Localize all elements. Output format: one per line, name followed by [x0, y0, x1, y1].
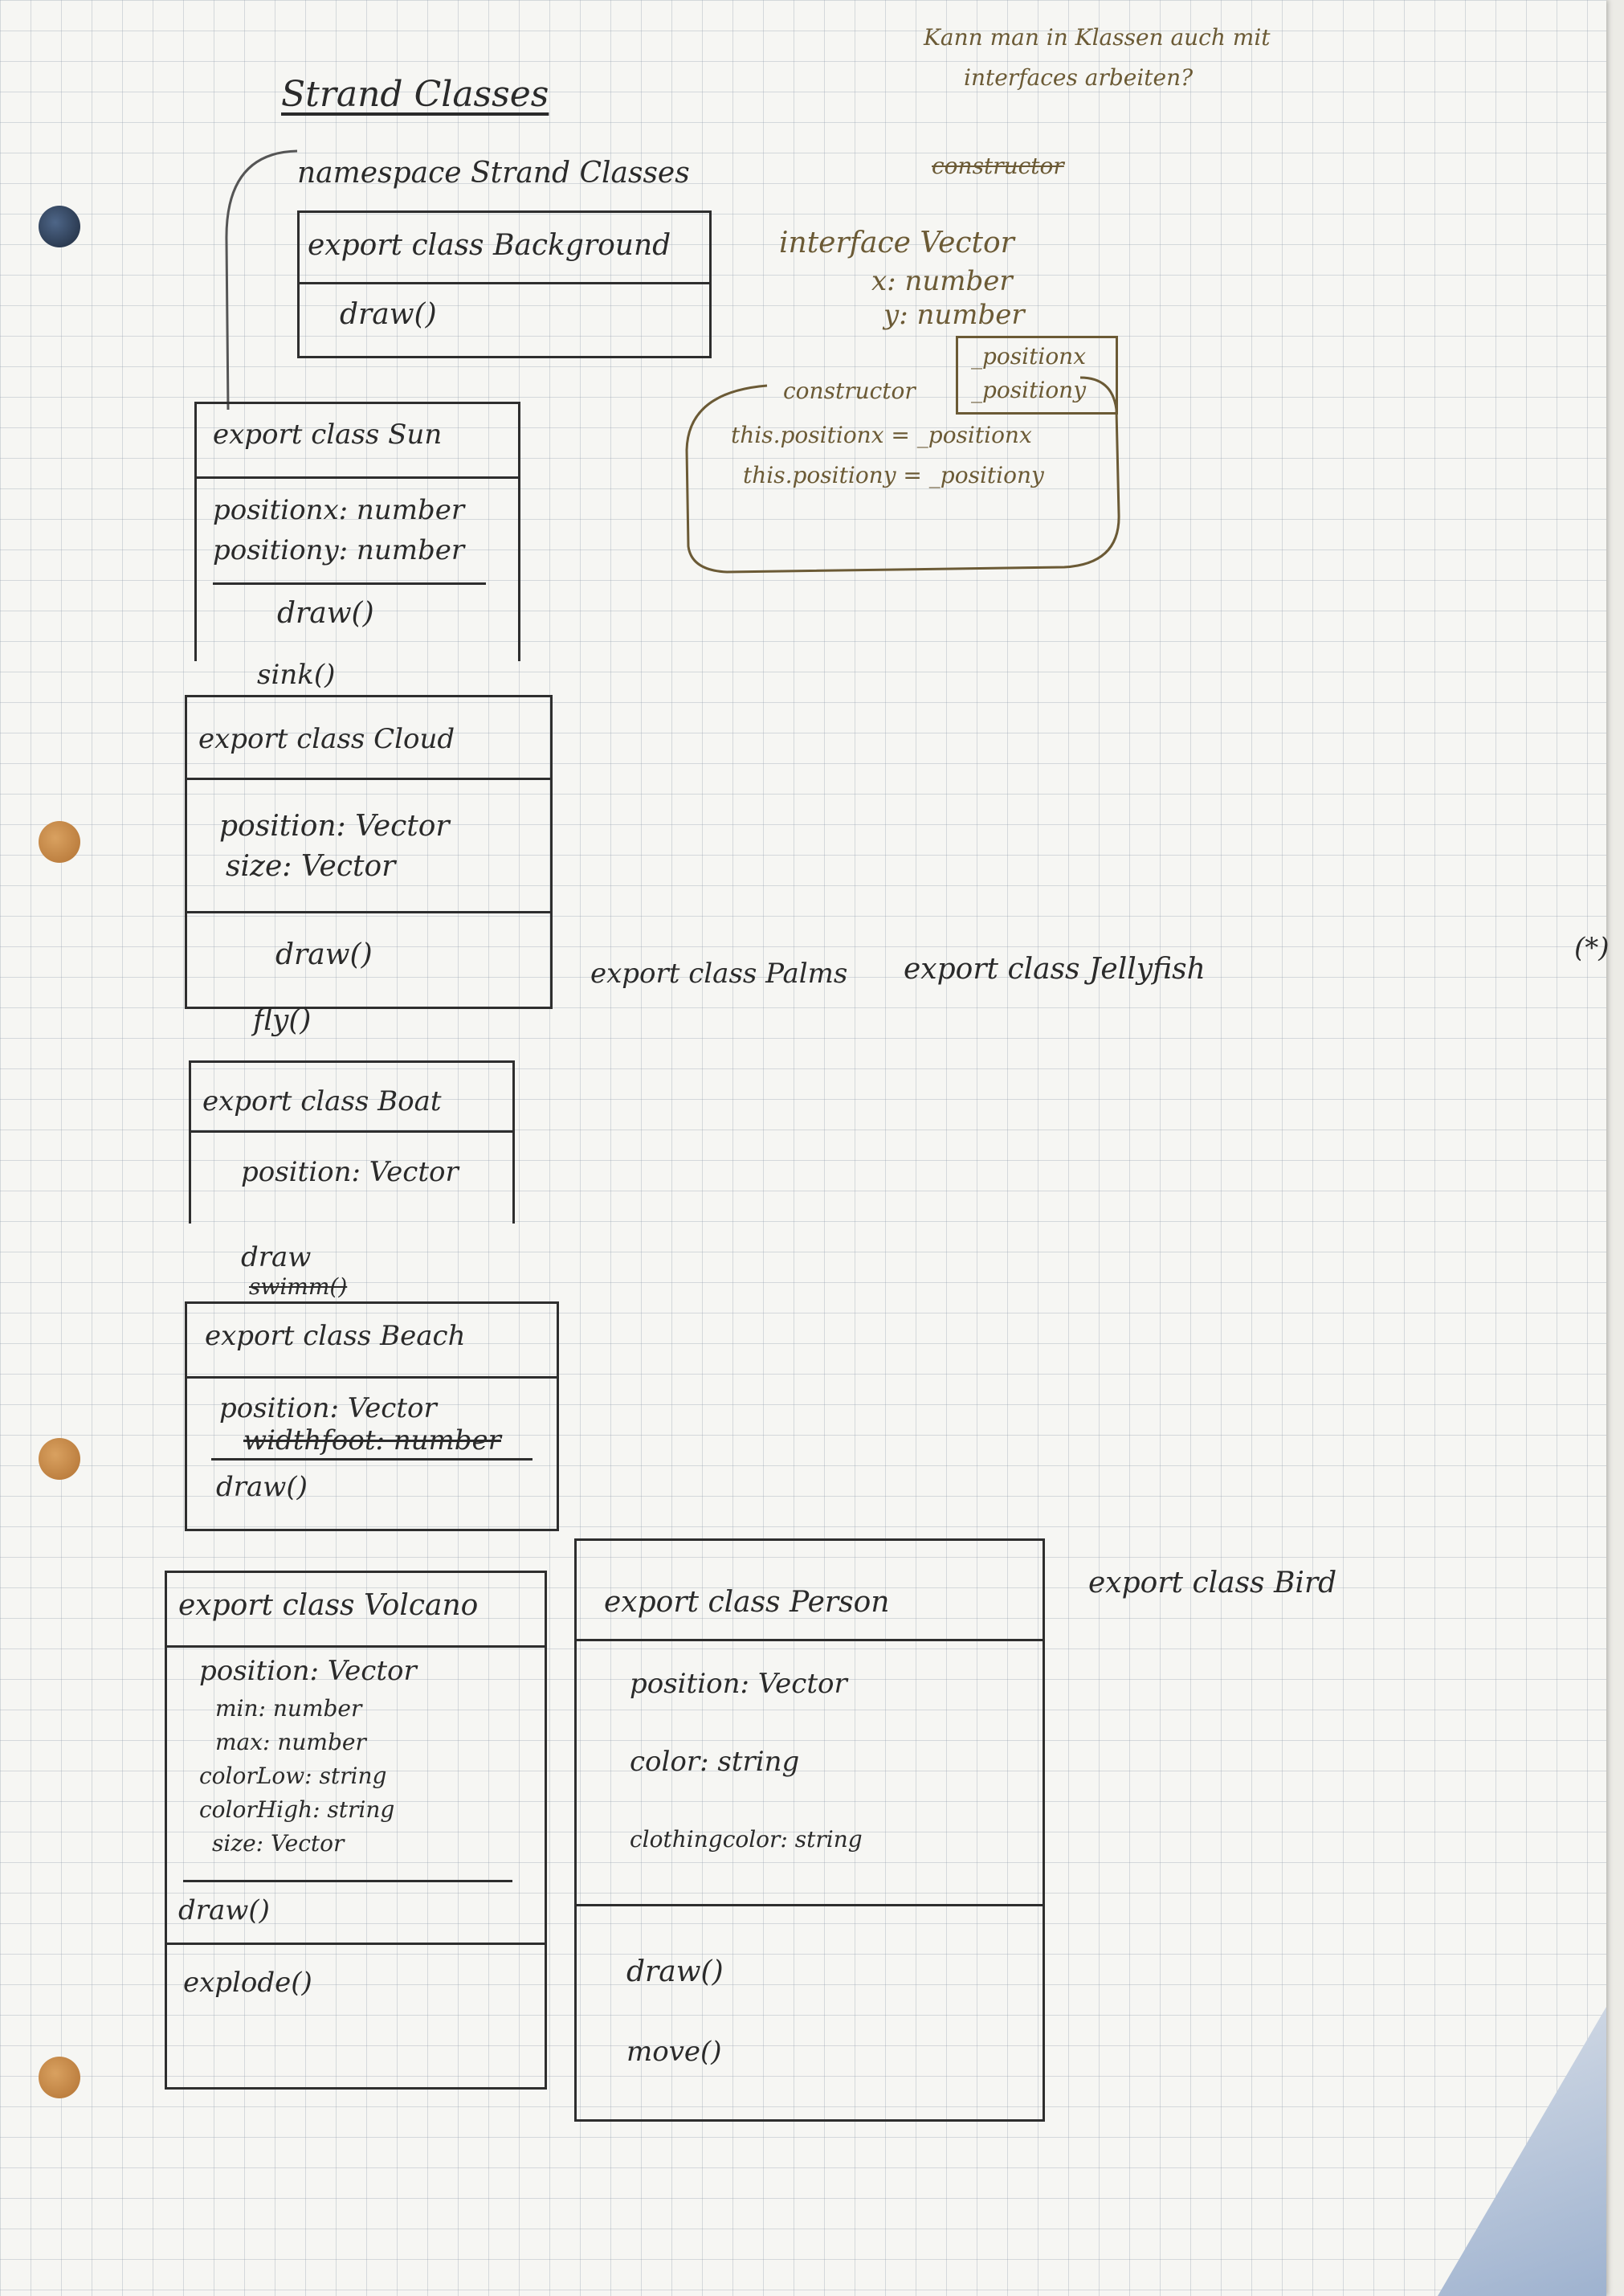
- class-bird: export class Bird: [1088, 1567, 1337, 1599]
- divider: [197, 476, 518, 479]
- asterisk-mark: (*): [1574, 932, 1610, 964]
- constructor-outline: [685, 376, 1120, 574]
- method: explode(): [183, 1967, 312, 1999]
- class-beach: export class Beach position: Vector widt…: [185, 1301, 559, 1531]
- field: position: Vector: [630, 1668, 847, 1700]
- method: draw(): [626, 1955, 724, 1988]
- class-cloud: export class Cloud position: Vector size…: [185, 695, 553, 1009]
- constructor-body: this.positionx = _positionx: [731, 422, 1032, 448]
- class-palms: export class Palms: [590, 958, 848, 990]
- binder-hole: [39, 2057, 80, 2098]
- field: colorLow: string: [199, 1763, 387, 1789]
- field: min: number: [215, 1695, 362, 1722]
- method: swimm(): [249, 1273, 348, 1300]
- question-note: interfaces arbeiten?: [964, 64, 1194, 91]
- divider: [191, 1130, 512, 1133]
- interface-field: x: number: [871, 265, 1013, 297]
- field: widthfoot: number: [243, 1424, 501, 1456]
- param-box: _positionx _positiony: [956, 336, 1118, 415]
- divider: [211, 1458, 532, 1461]
- field: clothingcolor: string: [630, 1826, 863, 1853]
- class-header: export class Boat: [202, 1085, 442, 1117]
- field: colorHigh: string: [199, 1796, 395, 1823]
- field: position: Vector: [199, 1655, 417, 1687]
- class-sun: export class Sun positionx: number posit…: [194, 402, 520, 661]
- field: positiony: number: [213, 534, 465, 566]
- param: _positionx: [971, 343, 1086, 370]
- class-header: export class Volcano: [178, 1589, 479, 1622]
- class-jellyfish: export class Jellyfish: [904, 953, 1206, 986]
- divider: [300, 282, 709, 284]
- method: move(): [626, 2036, 722, 2068]
- field: size: Vector: [226, 850, 396, 883]
- class-header: export class Sun: [213, 419, 443, 451]
- question-note: Kann man in Klassen auch mit: [924, 24, 1271, 51]
- method: draw(): [277, 597, 374, 630]
- method: draw(): [216, 1471, 308, 1503]
- class-header: export class Background: [308, 229, 671, 262]
- paper-corner: [1438, 2007, 1606, 2296]
- interface-header: interface Vector: [779, 227, 1014, 259]
- field: position: Vector: [241, 1156, 459, 1188]
- constructor-label: constructor: [783, 378, 916, 404]
- param: _positiony: [971, 377, 1087, 403]
- divider: [577, 1639, 1043, 1641]
- field: max: number: [215, 1729, 366, 1755]
- class-background: export class Background draw(): [297, 210, 712, 358]
- class-person: export class Person position: Vector col…: [574, 1538, 1045, 2122]
- class-header: export class Person: [604, 1586, 890, 1619]
- interface-field: y: number: [883, 299, 1025, 331]
- divider: [213, 582, 486, 585]
- diagram-title: Strand Classes: [281, 74, 549, 115]
- divider: [187, 778, 550, 780]
- divider: [183, 1880, 512, 1882]
- field: color: string: [630, 1746, 800, 1778]
- binder-hole: [39, 1438, 80, 1480]
- class-boat: export class Boat position: Vector: [189, 1060, 515, 1224]
- constructor-body: this.positiony = _positiony: [743, 462, 1044, 488]
- method: draw: [241, 1241, 312, 1273]
- divider: [167, 1645, 545, 1648]
- binder-hole: [39, 206, 80, 247]
- field: position: Vector: [219, 1392, 437, 1424]
- binder-hole: [39, 821, 80, 863]
- divider: [187, 1376, 557, 1379]
- divider: [577, 1904, 1043, 1906]
- divider: [187, 911, 550, 913]
- field: positionx: number: [213, 494, 465, 526]
- class-volcano: export class Volcano position: Vector mi…: [165, 1571, 547, 2090]
- method: sink(): [257, 659, 336, 691]
- method: draw(): [178, 1894, 270, 1926]
- crossed-out-note: constructor: [932, 153, 1064, 179]
- method: draw(): [275, 938, 373, 971]
- namespace-label: namespace Strand Classes: [297, 157, 690, 190]
- method: draw(): [340, 298, 437, 331]
- field: position: Vector: [219, 810, 450, 843]
- namespace-bracket: [225, 149, 298, 411]
- field: size: Vector: [212, 1830, 345, 1857]
- class-header: export class Cloud: [198, 723, 455, 755]
- class-header: export class Beach: [205, 1320, 466, 1352]
- divider: [167, 1943, 545, 1945]
- method: fly(): [253, 1004, 312, 1037]
